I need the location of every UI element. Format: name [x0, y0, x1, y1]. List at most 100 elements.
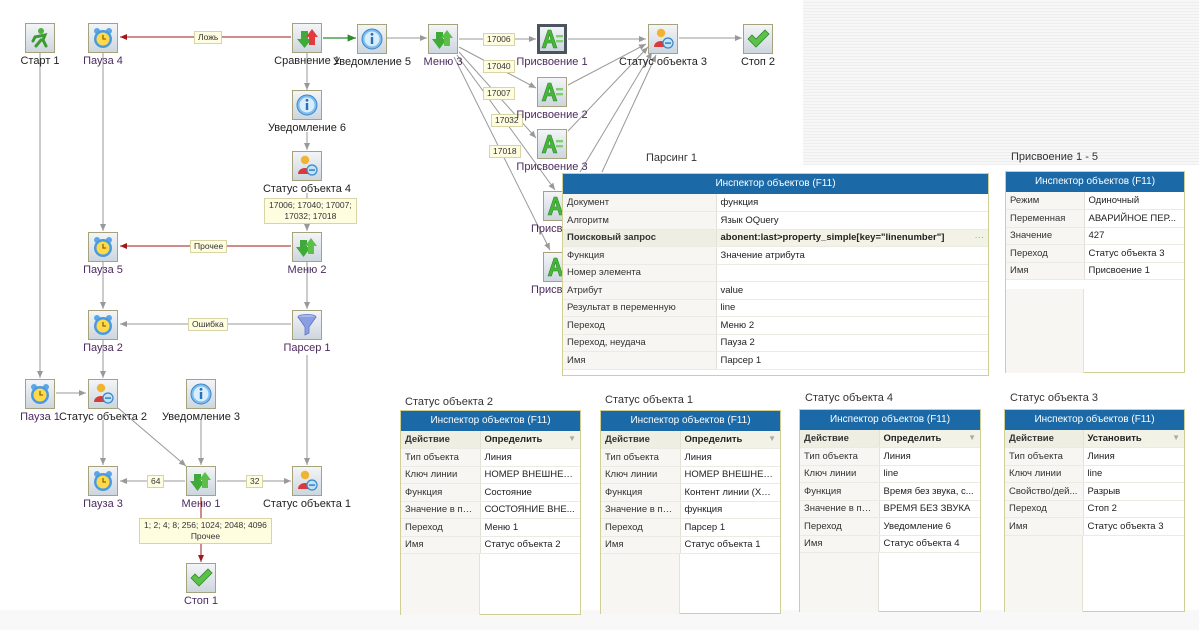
action-select[interactable]: Определить▼	[680, 431, 780, 449]
inspector-header[interactable]: Инспектор объектов (F11)	[401, 411, 580, 431]
property-value-cell[interactable]: Время без звука, с...	[879, 482, 980, 501]
node-assign3[interactable]: Присвоение 3	[516, 129, 588, 173]
node-assign1[interactable]: Присвоение 1	[516, 24, 588, 68]
inspector-header[interactable]: Инспектор объектов (F11)	[601, 411, 780, 431]
property-value-cell[interactable]: Парсер 1	[716, 351, 988, 370]
action-select[interactable]: Определить▼	[879, 430, 980, 448]
property-value-cell[interactable]: Статус объекта 3	[1083, 517, 1184, 536]
node-notify5[interactable]: Уведомление 5	[333, 24, 411, 68]
property-value-cell[interactable]: Парсер 1	[680, 518, 780, 537]
node-notify3[interactable]: Уведомление 3	[162, 379, 240, 423]
node-pause3[interactable]: Пауза 3	[83, 466, 123, 510]
property-value-cell[interactable]: Пауза 2	[716, 334, 988, 352]
property-value-cell[interactable]: Статус объекта 3	[1084, 244, 1184, 263]
property-value-cell[interactable]: Стоп 2	[1083, 500, 1184, 518]
property-value-cell[interactable]: Состояние	[480, 483, 580, 502]
dropdown-arrow-icon[interactable]: ▼	[968, 433, 976, 442]
property-value-cell[interactable]: line	[1083, 465, 1184, 483]
inspector-header[interactable]: Инспектор объектов (F11)	[1005, 410, 1184, 430]
node-menu2[interactable]: Меню 2	[288, 232, 326, 276]
node-menu1[interactable]: Меню 1	[182, 466, 220, 510]
property-value-cell[interactable]: Линия	[480, 448, 580, 467]
property-value-cell[interactable]: Одиночный	[1084, 192, 1184, 210]
property-row[interactable]: Свойство/дей...Разрыв	[1005, 482, 1184, 501]
property-value-cell[interactable]: Линия	[680, 448, 780, 467]
property-value-cell[interactable]: ···abonent:last>property_simple[key="lin…	[716, 229, 988, 247]
node-pause2[interactable]: Пауза 2	[83, 310, 123, 354]
dropdown-arrow-icon[interactable]: ▼	[568, 434, 576, 443]
property-value-cell[interactable]: Язык OQuery	[716, 211, 988, 230]
property-value-cell[interactable]	[716, 264, 988, 282]
property-row[interactable]: Значение в пе...ВРЕМЯ БЕЗ ЗВУКА	[800, 500, 980, 518]
property-value-cell[interactable]: Статус объекта 4	[879, 535, 980, 553]
property-row[interactable]: Номер элемента	[563, 264, 988, 282]
property-value-cell[interactable]: line	[716, 299, 988, 317]
property-value-cell[interactable]: Статус объекта 1	[680, 536, 780, 554]
node-pause5[interactable]: Пауза 5	[83, 232, 123, 276]
property-row[interactable]: Значение в пе...СОСТОЯНИЕ ВНЕ...	[401, 501, 580, 519]
node-stop1[interactable]: Стоп 1	[184, 563, 218, 607]
property-value-cell[interactable]: 427	[1084, 227, 1184, 245]
node-compare1[interactable]: Сравнение 1	[274, 23, 340, 67]
action-select[interactable]: Установить▼	[1083, 430, 1184, 448]
property-value-cell[interactable]: Линия	[1083, 447, 1184, 466]
dropdown-arrow-icon[interactable]: ▼	[768, 434, 776, 443]
property-value-cell[interactable]: Присвоение 1	[1084, 262, 1184, 280]
inspector-header[interactable]: Инспектор объектов (F11)	[800, 410, 980, 430]
node-notify6[interactable]: Уведомление 6	[268, 90, 346, 134]
inspector-header[interactable]: Инспектор объектов (F11)	[1006, 172, 1184, 192]
ellipsis-button[interactable]: ···	[974, 232, 985, 244]
node-parser1[interactable]: Парсер 1	[283, 310, 331, 354]
property-value-cell[interactable]: Разрыв	[1083, 482, 1184, 501]
property-value-cell[interactable]: value	[716, 281, 988, 300]
node-pause4[interactable]: Пауза 4	[83, 23, 123, 67]
property-value-cell[interactable]: СОСТОЯНИЕ ВНЕ...	[480, 501, 580, 519]
property-value-cell[interactable]: функция	[680, 501, 780, 519]
property-value-cell[interactable]: Меню 2	[716, 316, 988, 335]
property-value-cell[interactable]: Линия	[879, 447, 980, 466]
property-value-cell[interactable]: Контент линии (XM...	[680, 483, 780, 502]
property-row[interactable]: Поисковый запрос···abonent:last>property…	[563, 229, 988, 247]
inspector-header[interactable]: Инспектор объектов (F11)	[563, 174, 988, 194]
property-value-cell[interactable]: Статус объекта 2	[480, 536, 580, 554]
property-value-cell[interactable]: функция	[716, 194, 988, 212]
property-value-cell[interactable]: ВРЕМЯ БЕЗ ЗВУКА	[879, 500, 980, 518]
node-pause1[interactable]: Пауза 1	[20, 379, 60, 423]
node-menu3[interactable]: Меню 3	[424, 24, 462, 68]
property-value-cell[interactable]: Значение атрибута	[716, 246, 988, 265]
property-value-cell[interactable]: line	[879, 465, 980, 483]
property-value-cell[interactable]: Меню 1	[480, 518, 580, 537]
action-select[interactable]: Определить▼	[480, 431, 580, 449]
